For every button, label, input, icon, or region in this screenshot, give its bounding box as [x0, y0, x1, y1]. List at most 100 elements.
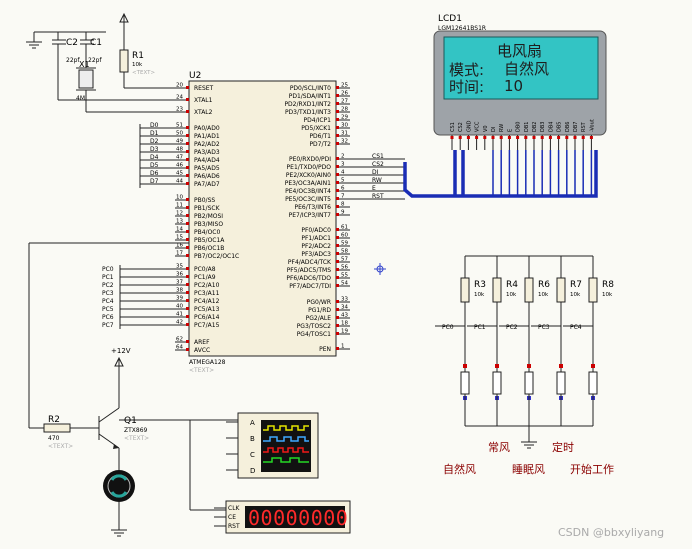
pushbutton-icon[interactable]	[524, 371, 534, 395]
mcu-right-pin-name: PD1/SDA/INT1	[289, 93, 331, 100]
pin-marker	[565, 136, 569, 139]
lcd-line2-value: 自然风	[504, 60, 549, 78]
mcu-left-pin-num: 16	[176, 243, 183, 249]
lcd-pin-label: VCC	[475, 121, 481, 132]
pin-marker	[336, 126, 339, 129]
key-pullup-resistor	[588, 277, 598, 303]
pin-marker	[336, 300, 339, 303]
mcu-right-pins: 25PD0/SCL/INT026PD1/SDA/INT127PD2/RXD1/I…	[284, 83, 350, 353]
mcu-right-pin-num: 5	[341, 178, 345, 184]
pin-marker	[186, 307, 189, 310]
mcu-left-pin-num: 45	[176, 171, 183, 177]
pushbutton-icon[interactable]	[556, 371, 566, 395]
mcu-left-pin-num: 36	[176, 272, 183, 278]
pin-marker	[336, 157, 339, 160]
pin-marker	[336, 276, 339, 279]
mcu-left-pin-num: 13	[176, 219, 183, 225]
mcu-left-pin-name: PB3/MISO	[194, 221, 223, 228]
mcu-left-pin-name: XTAL1	[194, 97, 213, 104]
lcd-line3-value: 10	[504, 77, 523, 95]
key-label-normal: 常风	[488, 441, 510, 454]
mcu-left-pin-name: PB7/OC2/OC1C	[194, 253, 239, 260]
porta-net-label: D5	[150, 162, 159, 169]
mcu-left-pin-num: 46	[176, 163, 183, 169]
c2-label: C2	[66, 38, 78, 48]
key-pullup-resistor	[556, 277, 566, 303]
watermark: CSDN @bbxyliyang	[558, 526, 664, 539]
mcu-right-pin-name: PG3/TOSC2	[297, 323, 331, 330]
mcu-right-pin-num: 56	[341, 265, 348, 271]
driver-circuit	[28, 242, 238, 537]
mcu-left-pin-num: 48	[176, 147, 183, 153]
mcu-left-pin-num: 41	[176, 312, 183, 318]
pin-marker	[507, 136, 511, 139]
pin-marker	[336, 94, 339, 97]
mcu-left-pin-num: 62	[176, 337, 183, 343]
mcu-left-pin-name: PC2/A10	[194, 282, 220, 289]
c1-value: 22pf	[88, 57, 102, 64]
key-net-label: PC4	[570, 324, 582, 331]
mcu-left-pin-name: PA0/AD0	[194, 125, 220, 132]
mcu-left-pin-name: AVCC	[194, 347, 210, 354]
lcd-pin-label: DI	[491, 127, 497, 132]
mcu-left-pin-name: PB2/MOSI	[194, 213, 223, 220]
pin-marker	[524, 136, 528, 139]
mcu-right-pin-name: PD5/XCK1	[301, 125, 331, 132]
pin-marker	[336, 86, 339, 89]
lcd-line2-label: 模式:	[449, 61, 484, 79]
mcu-tag: <TEXT>	[189, 367, 214, 374]
pin-marker	[336, 205, 339, 208]
mcu-left-pin-name: PB0/SS	[194, 197, 215, 204]
mcu-right-pin-num: 26	[341, 91, 348, 97]
mcu-right-pin-num: 19	[341, 329, 348, 335]
pin-marker	[548, 136, 552, 139]
mcu-right-pin-num: 58	[341, 249, 348, 255]
pin-marker	[336, 118, 339, 121]
mcu-left-pin-num: 20	[176, 83, 183, 89]
pin-marker	[336, 197, 339, 200]
pin-marker	[186, 348, 189, 351]
pin-marker	[540, 136, 544, 139]
scope-channel-label: A	[250, 419, 255, 427]
pushbutton-icon[interactable]	[588, 371, 598, 395]
lcd-pin-label: E	[507, 129, 513, 132]
pin-marker	[186, 166, 189, 169]
mcu-right-pin-name: PD6/T1	[309, 133, 331, 140]
lcd-screen	[443, 36, 599, 100]
lcd-part: LGM12641BS1R	[438, 25, 486, 32]
crystal-circuit	[26, 22, 189, 113]
pin-marker	[475, 136, 479, 139]
pin-marker	[557, 136, 561, 139]
pin-marker	[186, 98, 189, 101]
key-resistor-value: 10k	[570, 292, 581, 298]
lcd-pin-label: DB4	[548, 122, 554, 132]
pin-marker	[186, 214, 189, 217]
mcu-left-pin-name: PC0/A8	[194, 266, 216, 273]
mcu-right-pin-num: 30	[341, 123, 348, 129]
x1-label: X1	[79, 60, 90, 69]
mcu-right-pin-name: PE0/RXD0/PDI	[289, 156, 331, 163]
pin-marker	[336, 260, 339, 263]
mcu-right-pin-num: 60	[341, 233, 348, 239]
mcu-left-pin-name: PB4/OC0	[194, 229, 220, 236]
mcu-right-pin-name: PD3/TXD1/INT3	[285, 109, 331, 116]
mcu-left-pin-num: 38	[176, 288, 183, 294]
mcu-left-pin-name: PC1/A9	[194, 274, 216, 281]
r1-tag: <TEXT>	[132, 70, 155, 76]
pushbutton-icon[interactable]	[460, 371, 470, 395]
pin-marker	[186, 86, 189, 89]
pin-marker	[573, 136, 577, 139]
pin-marker	[336, 102, 339, 105]
mcu-part: ATMEGA128	[189, 359, 226, 366]
lcd-pin-label: CS2	[458, 122, 464, 132]
pushbutton-icon[interactable]	[492, 371, 502, 395]
counter-pin-label: CE	[228, 514, 236, 521]
key-resistor-value: 10k	[602, 292, 613, 298]
pin-marker	[186, 340, 189, 343]
pin-marker	[186, 254, 189, 257]
key-resistor-value: 10k	[506, 292, 517, 298]
transistor-emitter-arrow	[113, 444, 119, 449]
pin-marker	[581, 136, 585, 139]
